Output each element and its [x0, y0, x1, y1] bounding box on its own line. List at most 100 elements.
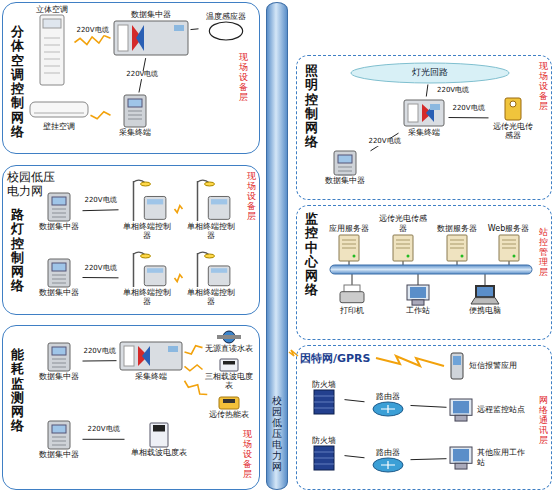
lan-drop [485, 273, 486, 285]
device-icon [36, 192, 82, 222]
server-bay [502, 239, 516, 240]
device-label: 数据集中器 [36, 450, 82, 460]
device: 防火墙 [304, 436, 344, 472]
terminal-screen [52, 425, 66, 433]
device-icon [30, 14, 74, 86]
cable-label: 220V电缆 [86, 426, 120, 434]
layer-label: 现场设备层 [239, 53, 248, 102]
firewall-brick [314, 458, 334, 459]
wireless-link [91, 112, 111, 119]
terminal-line [52, 362, 66, 363]
router [373, 458, 403, 472]
lamp-head [140, 254, 150, 258]
device-icon [324, 234, 374, 262]
device-label: 温度感应器 [200, 12, 252, 22]
wireless-link [175, 275, 183, 282]
device: 单相终端控制器 [120, 178, 174, 241]
device: 工作站 [396, 284, 440, 316]
server-led [352, 254, 355, 257]
device-icon [204, 358, 254, 372]
device: 单相终端控制器 [184, 178, 238, 241]
controller-screen [211, 268, 227, 273]
device: 便携电脑 [460, 284, 510, 316]
device-label: 工作站 [396, 306, 440, 316]
ac-body [40, 15, 64, 85]
terminal-body [334, 151, 356, 175]
network-panel: 监控中心网络站控管理层应用服务器远传光电传感器数据服务器Web服务器打印机工作站… [296, 205, 552, 340]
sensor-eye [510, 101, 516, 107]
controller-screen [147, 268, 163, 273]
device-label: 单相终端控制器 [184, 288, 238, 307]
cable-label: 220V电缆 [75, 27, 109, 35]
terminal-line [52, 278, 66, 279]
device: 远程监控站点 [448, 398, 532, 422]
heat-meter [219, 397, 239, 409]
firewall-brick [314, 452, 334, 453]
terminal-line [52, 274, 66, 275]
device-label: 数据集中器 [320, 176, 370, 186]
terminal-line [52, 358, 66, 359]
firewall [314, 390, 334, 414]
cable-label: 220V电缆 [451, 105, 485, 113]
concentrator-display [168, 346, 178, 352]
device: 温度感应器 [200, 12, 252, 42]
device: 三相载波电度表 [204, 358, 254, 391]
controller-screen [147, 199, 163, 204]
terminal-line [52, 444, 66, 445]
cable-line [411, 458, 447, 460]
terminal-screen [52, 263, 66, 271]
device-icon [320, 150, 370, 176]
panel-title: 路灯控制网络 [11, 208, 24, 294]
device: 远传热能表 [204, 396, 254, 420]
device-icon [486, 234, 532, 262]
device-icon [204, 396, 254, 410]
device-icon [112, 19, 190, 57]
server-body [339, 235, 359, 261]
ac-panel [43, 19, 61, 28]
device: 采集终端 [112, 94, 158, 138]
device: 采集终端 [118, 340, 184, 382]
concentrator-plate [118, 25, 128, 51]
device-icon [120, 250, 174, 288]
monitor [450, 399, 472, 415]
device-icon [490, 96, 536, 122]
terminal-line [128, 118, 142, 119]
device: 数据集中器 [112, 10, 190, 58]
server-body [447, 235, 467, 261]
meter-display [153, 425, 165, 432]
meter-body [150, 423, 168, 447]
sensor-body [505, 98, 521, 120]
ac-vent [44, 73, 60, 74]
server-bay [450, 239, 464, 240]
device-label: 采集终端 [118, 372, 184, 382]
device: 防火墙 [304, 380, 344, 416]
device-label: 单相终端控制器 [184, 222, 238, 241]
terminal-screen [128, 99, 142, 107]
controller-box [208, 196, 230, 219]
device: 数据集中器 [36, 258, 82, 298]
device-icon [184, 250, 238, 288]
terminal-line [52, 216, 66, 217]
device-icon [402, 98, 446, 128]
wireless-link [75, 35, 111, 44]
server-led [406, 254, 409, 257]
router [373, 402, 403, 416]
lan-bus [330, 265, 532, 274]
device-icon [460, 284, 510, 306]
device-label: 三相载波电度表 [204, 372, 254, 391]
cable-line [83, 439, 125, 440]
terminal-line [128, 110, 142, 111]
device-icon [330, 284, 374, 306]
meter-body [220, 359, 238, 371]
power-bus: 校园低压电力网 [266, 2, 288, 490]
panel-title: 照明控制网络 [305, 64, 318, 150]
device-icon [396, 284, 440, 306]
cable-line [83, 360, 117, 361]
device-label: 数据集中器 [112, 10, 190, 20]
panel-title: 能耗监测网络 [11, 348, 24, 434]
lamp-head [204, 254, 214, 258]
device-label: 采集终端 [400, 128, 448, 138]
device-icon [112, 94, 158, 128]
network-panel: 照明控制网络现场设备层灯光回路采集终端远传光电传感器数据集中器 [296, 55, 552, 200]
server-bay [342, 243, 356, 244]
